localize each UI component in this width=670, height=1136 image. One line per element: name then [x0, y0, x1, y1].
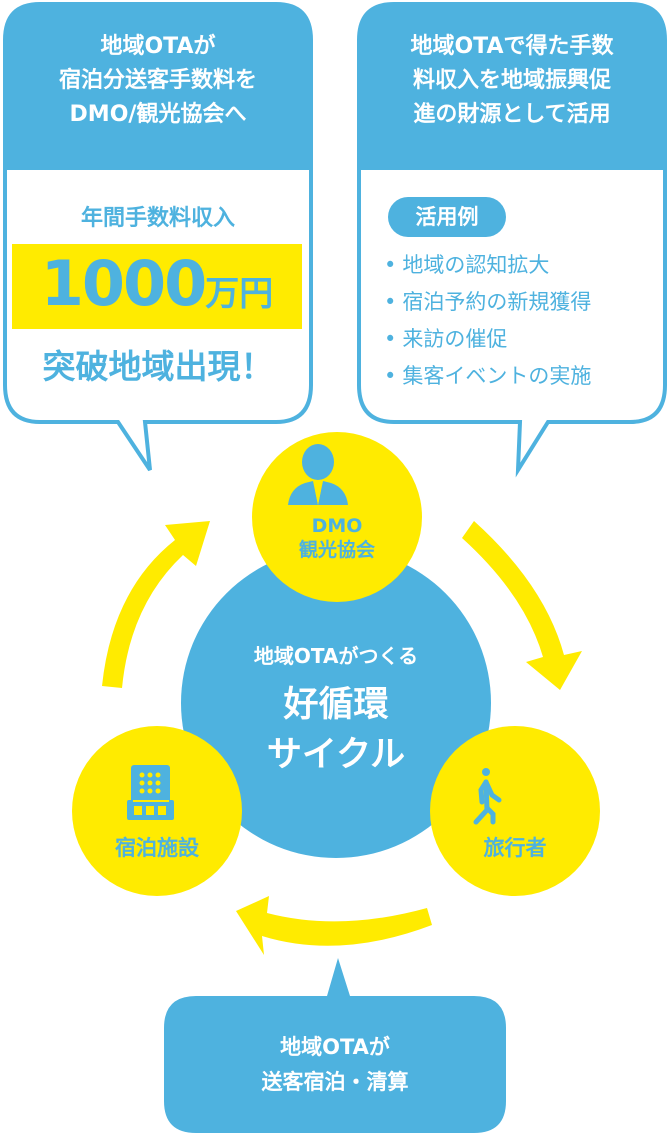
- arrow-traveler-to-lodging: [236, 896, 432, 955]
- traveler-label: 旅行者: [483, 836, 547, 860]
- center-circle: [181, 548, 491, 858]
- header-line: 地域OTAで得た手数: [410, 34, 614, 59]
- dmo-label-line1: DMO: [311, 515, 363, 537]
- header-line: 料収入を地域振興促: [412, 68, 611, 93]
- center-title: 好循環 サイクル: [181, 680, 491, 780]
- examples-badge: 活用例: [388, 197, 506, 237]
- bottom-bubble-text: 地域OTAが 送客宿泊・清算: [164, 1030, 506, 1100]
- examples-list: 地域の認知拡大 宿泊予約の新規獲得 来訪の催促 集客イベントの実施: [384, 247, 591, 395]
- dmo-circle: [252, 432, 422, 602]
- bottom-line: 地域OTAが: [280, 1035, 390, 1059]
- cycle-arrows: [102, 521, 582, 955]
- dmo-label: DMO 観光協会: [252, 514, 422, 562]
- center-title-line: サイクル: [266, 735, 406, 775]
- header-line: DMO/観光協会へ: [69, 102, 247, 127]
- lodging-label: 宿泊施設: [115, 836, 199, 860]
- left-speech-bubble: [3, 2, 313, 472]
- businessman-icon: [288, 444, 348, 505]
- building-icon: [127, 765, 174, 820]
- list-item: 宿泊予約の新規獲得: [384, 284, 591, 321]
- right-bubble-header: 地域OTAで得た手数 料収入を地域振興促 進の財源として活用: [359, 30, 665, 132]
- dmo-label-line2: 観光協会: [298, 539, 375, 561]
- list-item: 地域の認知拡大: [384, 247, 591, 284]
- bottom-line: 送客宿泊・清算: [261, 1070, 409, 1094]
- tagline: 突破地域出現！: [42, 347, 274, 386]
- amount-value: 1000: [40, 247, 208, 320]
- header-line: 宿泊分送客手数料を: [58, 68, 257, 93]
- header-line: 進の財源として活用: [413, 102, 611, 127]
- arrow-lodging-to-dmo: [102, 521, 210, 688]
- traveler-circle: [430, 726, 600, 896]
- income-amount: 1000万円: [12, 248, 302, 320]
- center-subtitle: 地域OTAがつくる: [253, 644, 419, 668]
- list-item: 集客イベントの実施: [384, 358, 591, 395]
- header-line: 地域OTAが: [100, 34, 216, 59]
- list-item: 来訪の催促: [384, 321, 591, 358]
- left-bubble-header: 地域OTAが 宿泊分送客手数料を DMO/観光協会へ: [5, 30, 311, 132]
- amount-unit: 万円: [205, 274, 274, 314]
- walking-person-icon: [473, 768, 502, 825]
- bottom-speech-bubble: [164, 958, 506, 1133]
- income-label: 年間手数料収入: [80, 206, 235, 231]
- arrow-dmo-to-traveler: [462, 521, 582, 690]
- center-title-line: 好循環: [283, 685, 389, 725]
